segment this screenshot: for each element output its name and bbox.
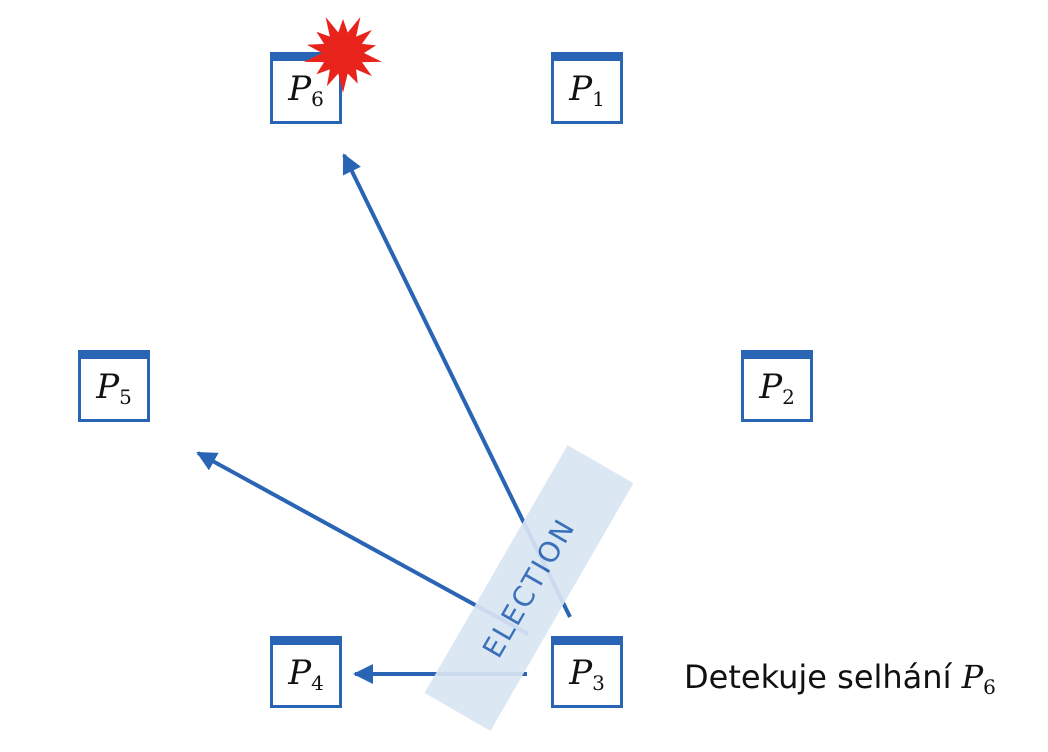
arrow-to-p5: [196, 451, 529, 636]
process-p1-label: P1: [569, 69, 605, 111]
process-p4: P4: [270, 636, 342, 708]
failure-detection-caption: Detekuje selhání P6: [684, 658, 996, 699]
process-p5-label: P5: [96, 367, 132, 409]
process-p6-label: P6: [288, 69, 324, 111]
process-p3-label: P3: [569, 653, 605, 695]
process-p3: P3: [551, 636, 623, 708]
process-p2: P2: [741, 350, 813, 422]
process-p4-label: P4: [288, 653, 324, 695]
process-p1: P1: [551, 52, 623, 124]
process-p5: P5: [78, 350, 150, 422]
process-p2-label: P2: [759, 367, 795, 409]
crash-burst-icon: [304, 17, 382, 93]
